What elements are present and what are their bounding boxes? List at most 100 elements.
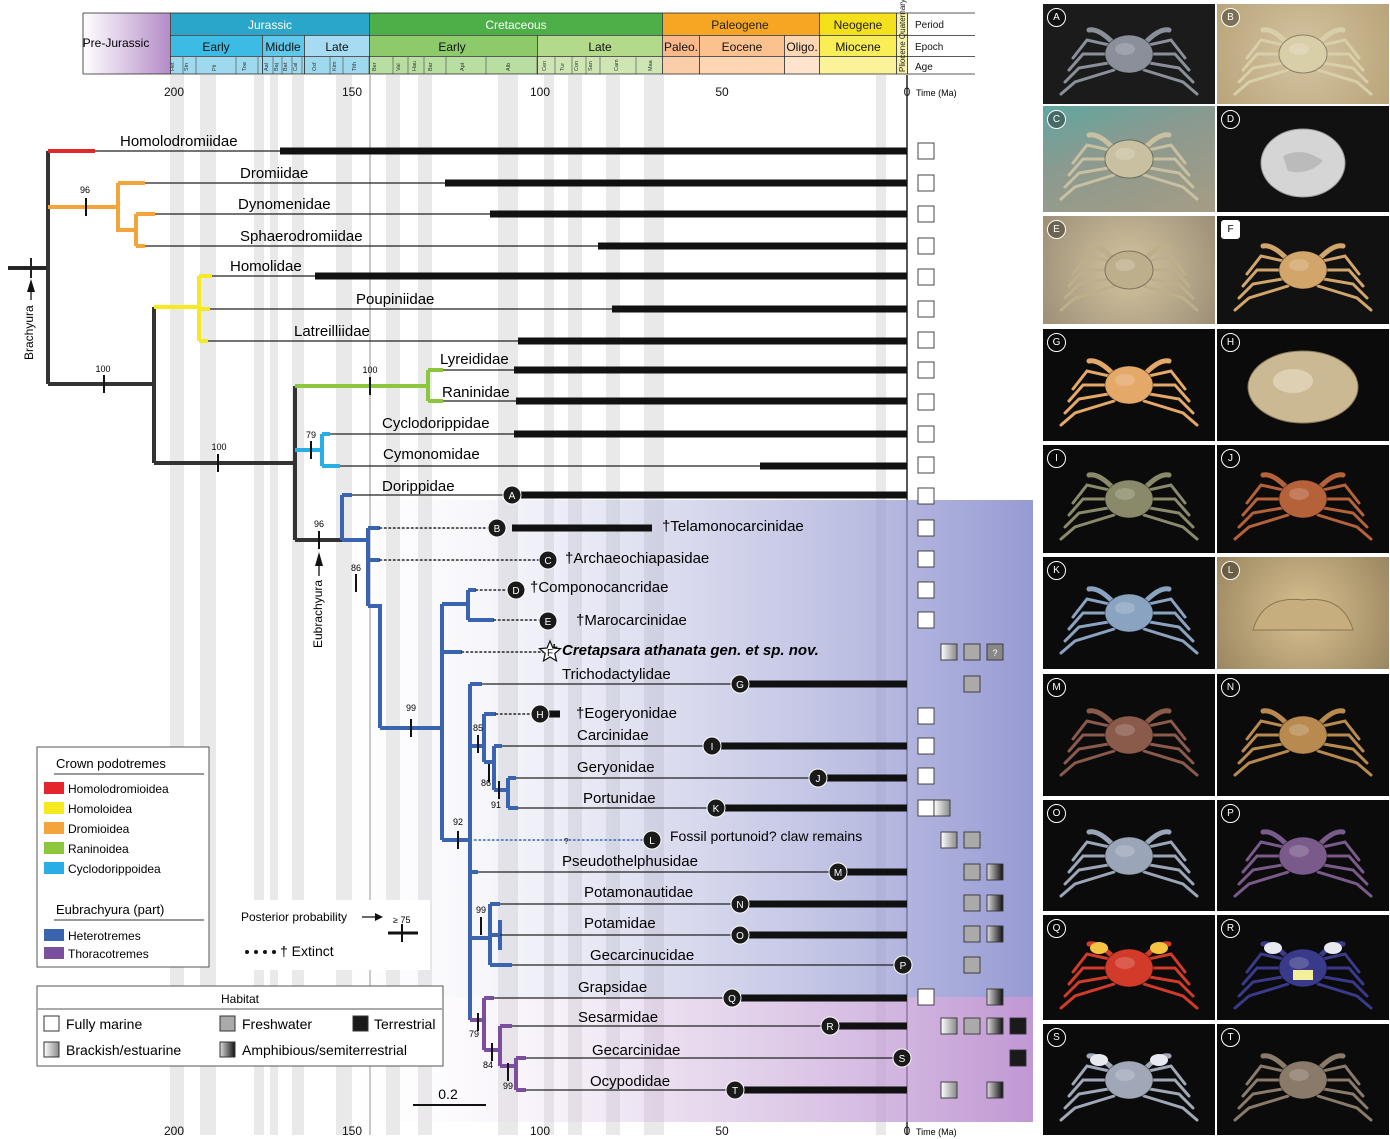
photo-label-K: K — [1047, 561, 1066, 580]
photo-label-D: D — [1221, 110, 1240, 129]
family-label-23: Fossil portunoid? claw remains — [670, 828, 862, 844]
habitat-box — [917, 268, 935, 286]
photo-label-L: L — [1221, 561, 1240, 580]
habitat-swatch-marine — [43, 1015, 60, 1032]
crab-icon — [1233, 243, 1373, 312]
fossil-marker-E — [538, 611, 558, 631]
support-value-5: 96 — [314, 519, 324, 529]
marker-label-J: J — [816, 774, 821, 785]
marker-label-R: R — [826, 1022, 833, 1033]
epoch-middle-jurassic: Middle — [265, 40, 301, 54]
specimen-photo-B: B — [1217, 4, 1389, 104]
specimen-photo-A: A — [1043, 4, 1215, 104]
specimen-photo-D: D — [1217, 106, 1389, 212]
age-label-2: Pli — [212, 65, 218, 71]
fossil-marker-B — [487, 518, 507, 538]
family-label-26: Potamidae — [584, 915, 656, 932]
row-label-age: Age — [915, 62, 933, 73]
habitat-box — [917, 611, 935, 629]
swatch-cyclodorippoidea — [44, 862, 64, 874]
age-label-10: Tith — [352, 62, 358, 71]
marker-label-N: N — [736, 900, 743, 911]
habitat-box — [917, 707, 935, 725]
habitat-box — [963, 675, 981, 693]
fossil-marker-S — [892, 1048, 912, 1068]
support-value-6: 86 — [351, 563, 361, 573]
support-value-14: 84 — [483, 1060, 493, 1070]
eubrachyura-marker: Eubrachyura — [311, 552, 325, 648]
habitat-box — [963, 956, 981, 974]
top-tick-200: 200 — [164, 85, 184, 99]
legend-cyclodorippoidea: Cyclodorippoidea — [68, 862, 161, 876]
family-label-28: Grapsidae — [578, 979, 647, 996]
family-label-5: Poupiniidae — [356, 291, 434, 308]
age-label-11: Ber — [372, 62, 378, 71]
legend-heterotremes: Heterotremes — [68, 929, 141, 943]
support-value-13: 79 — [469, 1029, 479, 1039]
crown-title: Crown podotremes — [56, 756, 166, 771]
habitat-box — [917, 331, 935, 349]
fossil-marker-Q — [722, 988, 742, 1008]
habitat-swatch-brackish — [43, 1041, 60, 1058]
family-label-6: Latreilliidae — [294, 323, 370, 340]
crab-icon — [1059, 940, 1199, 1010]
crab-icon — [1233, 1053, 1373, 1122]
photo-label-C: C — [1047, 110, 1066, 129]
habitat-box — [917, 237, 935, 255]
family-label-15: †Marocarcinidae — [576, 612, 687, 629]
photo-label-M: M — [1047, 678, 1066, 697]
marker-label-C: C — [544, 556, 551, 567]
habitat-title: Habitat — [221, 992, 260, 1006]
age-label-7: Cal — [293, 63, 299, 71]
habitat-amphibious: Amphibious/semiterrestrial — [242, 1042, 407, 1058]
habitat-box — [940, 1017, 958, 1035]
fossil-marker-K — [706, 798, 726, 818]
crab-icon — [1233, 829, 1373, 898]
scale-bar-label: 0.2 — [438, 1086, 458, 1102]
period-quaternary: Pliocene Quaternary — [898, 0, 907, 72]
photo-label-P: P — [1221, 804, 1240, 823]
age-label-5: Baj — [274, 63, 280, 71]
family-label-2: Dynomenidae — [238, 196, 331, 213]
fossil-marker-T — [725, 1080, 745, 1100]
crab-icon — [1059, 1053, 1199, 1122]
support-value-8: 85 — [473, 723, 483, 733]
support-key: Posterior probability ≥ 75 † Extinct — [230, 900, 430, 970]
top-tick-100: 100 — [530, 85, 550, 99]
age-label-19: Con — [574, 61, 580, 71]
marker-label-K: K — [713, 804, 720, 815]
period-paleogene: Paleogene — [711, 18, 769, 32]
timescale: Pre-Jurassic Jurassic Cretaceous Paleoge… — [82, 0, 975, 75]
eu-title: Eubrachyura (part) — [56, 902, 164, 917]
support-value-4: 79 — [306, 430, 316, 440]
family-label-12: †Telamonocarcinidae — [662, 518, 804, 535]
habitat-box — [917, 519, 935, 537]
marker-label-T: T — [732, 1086, 738, 1097]
habitat-box — [917, 456, 935, 474]
habitat-box — [917, 581, 935, 599]
row-label-period: Period — [915, 20, 944, 31]
family-label-24: Pseudothelphusidae — [562, 853, 698, 870]
habitat-box — [986, 863, 1004, 881]
habitat-swatch-terrestrial — [352, 1015, 369, 1032]
photo-label-Q: Q — [1047, 919, 1066, 938]
habitat-box — [963, 1017, 981, 1035]
specimen-photo-J: J — [1217, 445, 1389, 553]
posterior-threshold: ≥ 75 — [393, 915, 410, 925]
family-label-22: Portunidae — [583, 790, 656, 807]
specimen-photo-C: C — [1043, 106, 1215, 212]
habitat-box — [917, 142, 935, 160]
epoch-late-jurassic: Late — [325, 40, 349, 54]
marker-label-S: S — [899, 1054, 906, 1065]
legend-homolodromioidea: Homolodromioidea — [68, 782, 169, 796]
fossil-marker-M — [828, 862, 848, 882]
brachyura-marker: Brachyura — [8, 258, 46, 360]
fossil-marker-G — [730, 674, 750, 694]
swatch-thoracotremes — [44, 947, 64, 959]
fossil-marker-J — [808, 768, 828, 788]
fossil-marker-H — [530, 704, 550, 724]
phylogeny-figure: Pre-Jurassic Jurassic Cretaceous Paleoge… — [8, 0, 1033, 1138]
crab-icon — [1233, 940, 1373, 1010]
